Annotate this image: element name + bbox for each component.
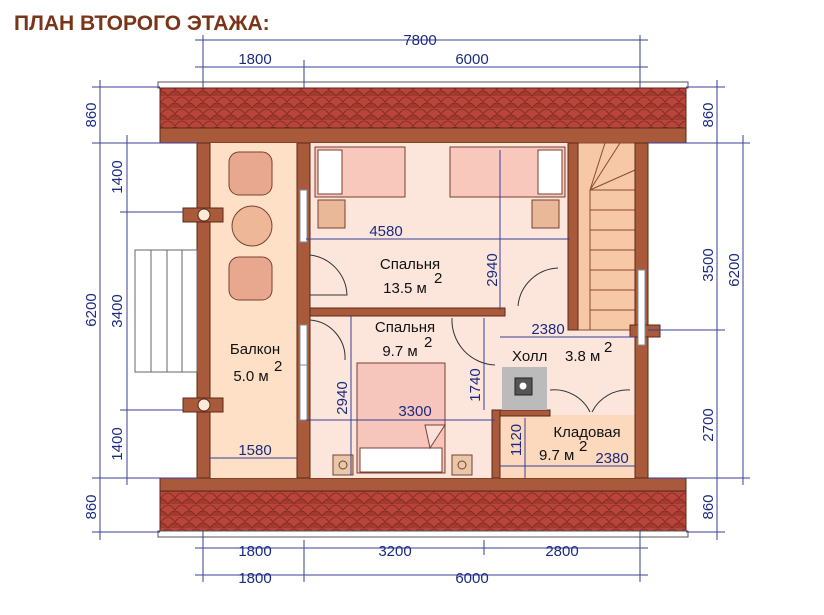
dim-right-top: 860 — [700, 102, 717, 127]
dim-left-a: 1400 — [109, 160, 126, 193]
plan-title: ПЛАН ВТОРОГО ЭТАЖА: — [14, 12, 270, 35]
dim-top-b: 6000 — [455, 51, 488, 68]
dim-left-bottom: 860 — [83, 494, 100, 519]
dim-bottom2-a: 1800 — [238, 570, 271, 587]
bedroom2-name: Спальня — [375, 319, 435, 336]
dim-left-c: 1400 — [109, 427, 126, 460]
dim-bottom-a: 1800 — [238, 543, 271, 560]
dim-left-total: 6200 — [83, 293, 100, 326]
furniture — [228, 146, 566, 476]
windows — [299, 189, 646, 421]
dim-2380-a: 2380 — [531, 321, 564, 338]
dim-top-a: 1800 — [238, 51, 271, 68]
staircase — [567, 142, 636, 331]
dim-1580: 1580 — [238, 442, 271, 459]
doors — [309, 254, 631, 413]
dim-3300: 3300 — [398, 403, 431, 420]
table-icon — [231, 205, 273, 247]
dim-right-bottom: 860 — [700, 494, 717, 519]
dim-bottom-b: 3200 — [378, 543, 411, 560]
armchair-icon — [228, 256, 273, 301]
bedroom1-sup: 2 — [434, 270, 442, 287]
nightstand-icon — [332, 454, 354, 476]
chimney — [502, 367, 547, 410]
dim-bottom2-b: 6000 — [455, 570, 488, 587]
hall-name: Холл — [512, 348, 547, 365]
hall-sup: 2 — [604, 339, 612, 356]
dimension-labels: 7800 1800 6000 1800 3200 2800 1800 6000 … — [83, 32, 743, 587]
storage-name: Кладовая — [553, 424, 620, 441]
dim-bottom-c: 2800 — [545, 543, 578, 560]
dim-left-top: 860 — [83, 102, 100, 127]
dim-1740: 1740 — [467, 368, 484, 401]
balcony-area: 5.0 м — [233, 368, 268, 385]
nightstand-icon — [451, 454, 473, 476]
dim-right-total: 6200 — [726, 253, 743, 286]
storage-sup: 2 — [579, 438, 587, 455]
dim-4580: 4580 — [369, 223, 402, 240]
bedroom1-name: Спальня — [380, 256, 440, 273]
storage-floor — [500, 415, 635, 478]
roof-top — [157, 81, 689, 144]
armchair-icon — [228, 151, 273, 196]
bedroom2-sup: 2 — [424, 334, 432, 351]
balcony-sup: 2 — [274, 358, 282, 375]
balcony-floor — [210, 143, 298, 478]
dimension-lines — [92, 35, 750, 582]
bedroom1-area: 13.5 м — [383, 280, 427, 297]
roof-bottom — [157, 477, 689, 538]
dim-left-b: 3400 — [109, 294, 126, 327]
dim-right-b: 2700 — [700, 408, 717, 441]
bedroom2-area: 9.7 м — [382, 343, 417, 360]
dim-2940-a: 2940 — [484, 253, 501, 286]
entry-steps — [134, 249, 198, 373]
dim-top-total: 7800 — [403, 32, 436, 49]
dim-1120: 1120 — [508, 424, 525, 456]
storage-area: 9.7 м — [539, 447, 574, 464]
dim-2940-b: 2940 — [334, 381, 351, 414]
hall-area: 3.8 м — [565, 348, 600, 365]
balcony-name: Балкон — [230, 341, 280, 358]
dim-2380-b: 2380 — [595, 450, 628, 467]
nightstand-icon — [317, 199, 346, 229]
dim-right-a: 3500 — [700, 248, 717, 281]
nightstand-icon — [531, 199, 560, 229]
room-labels: Спальня 13.5 м 2 Спальня 9.7 м 2 Холл 3.… — [230, 256, 621, 464]
